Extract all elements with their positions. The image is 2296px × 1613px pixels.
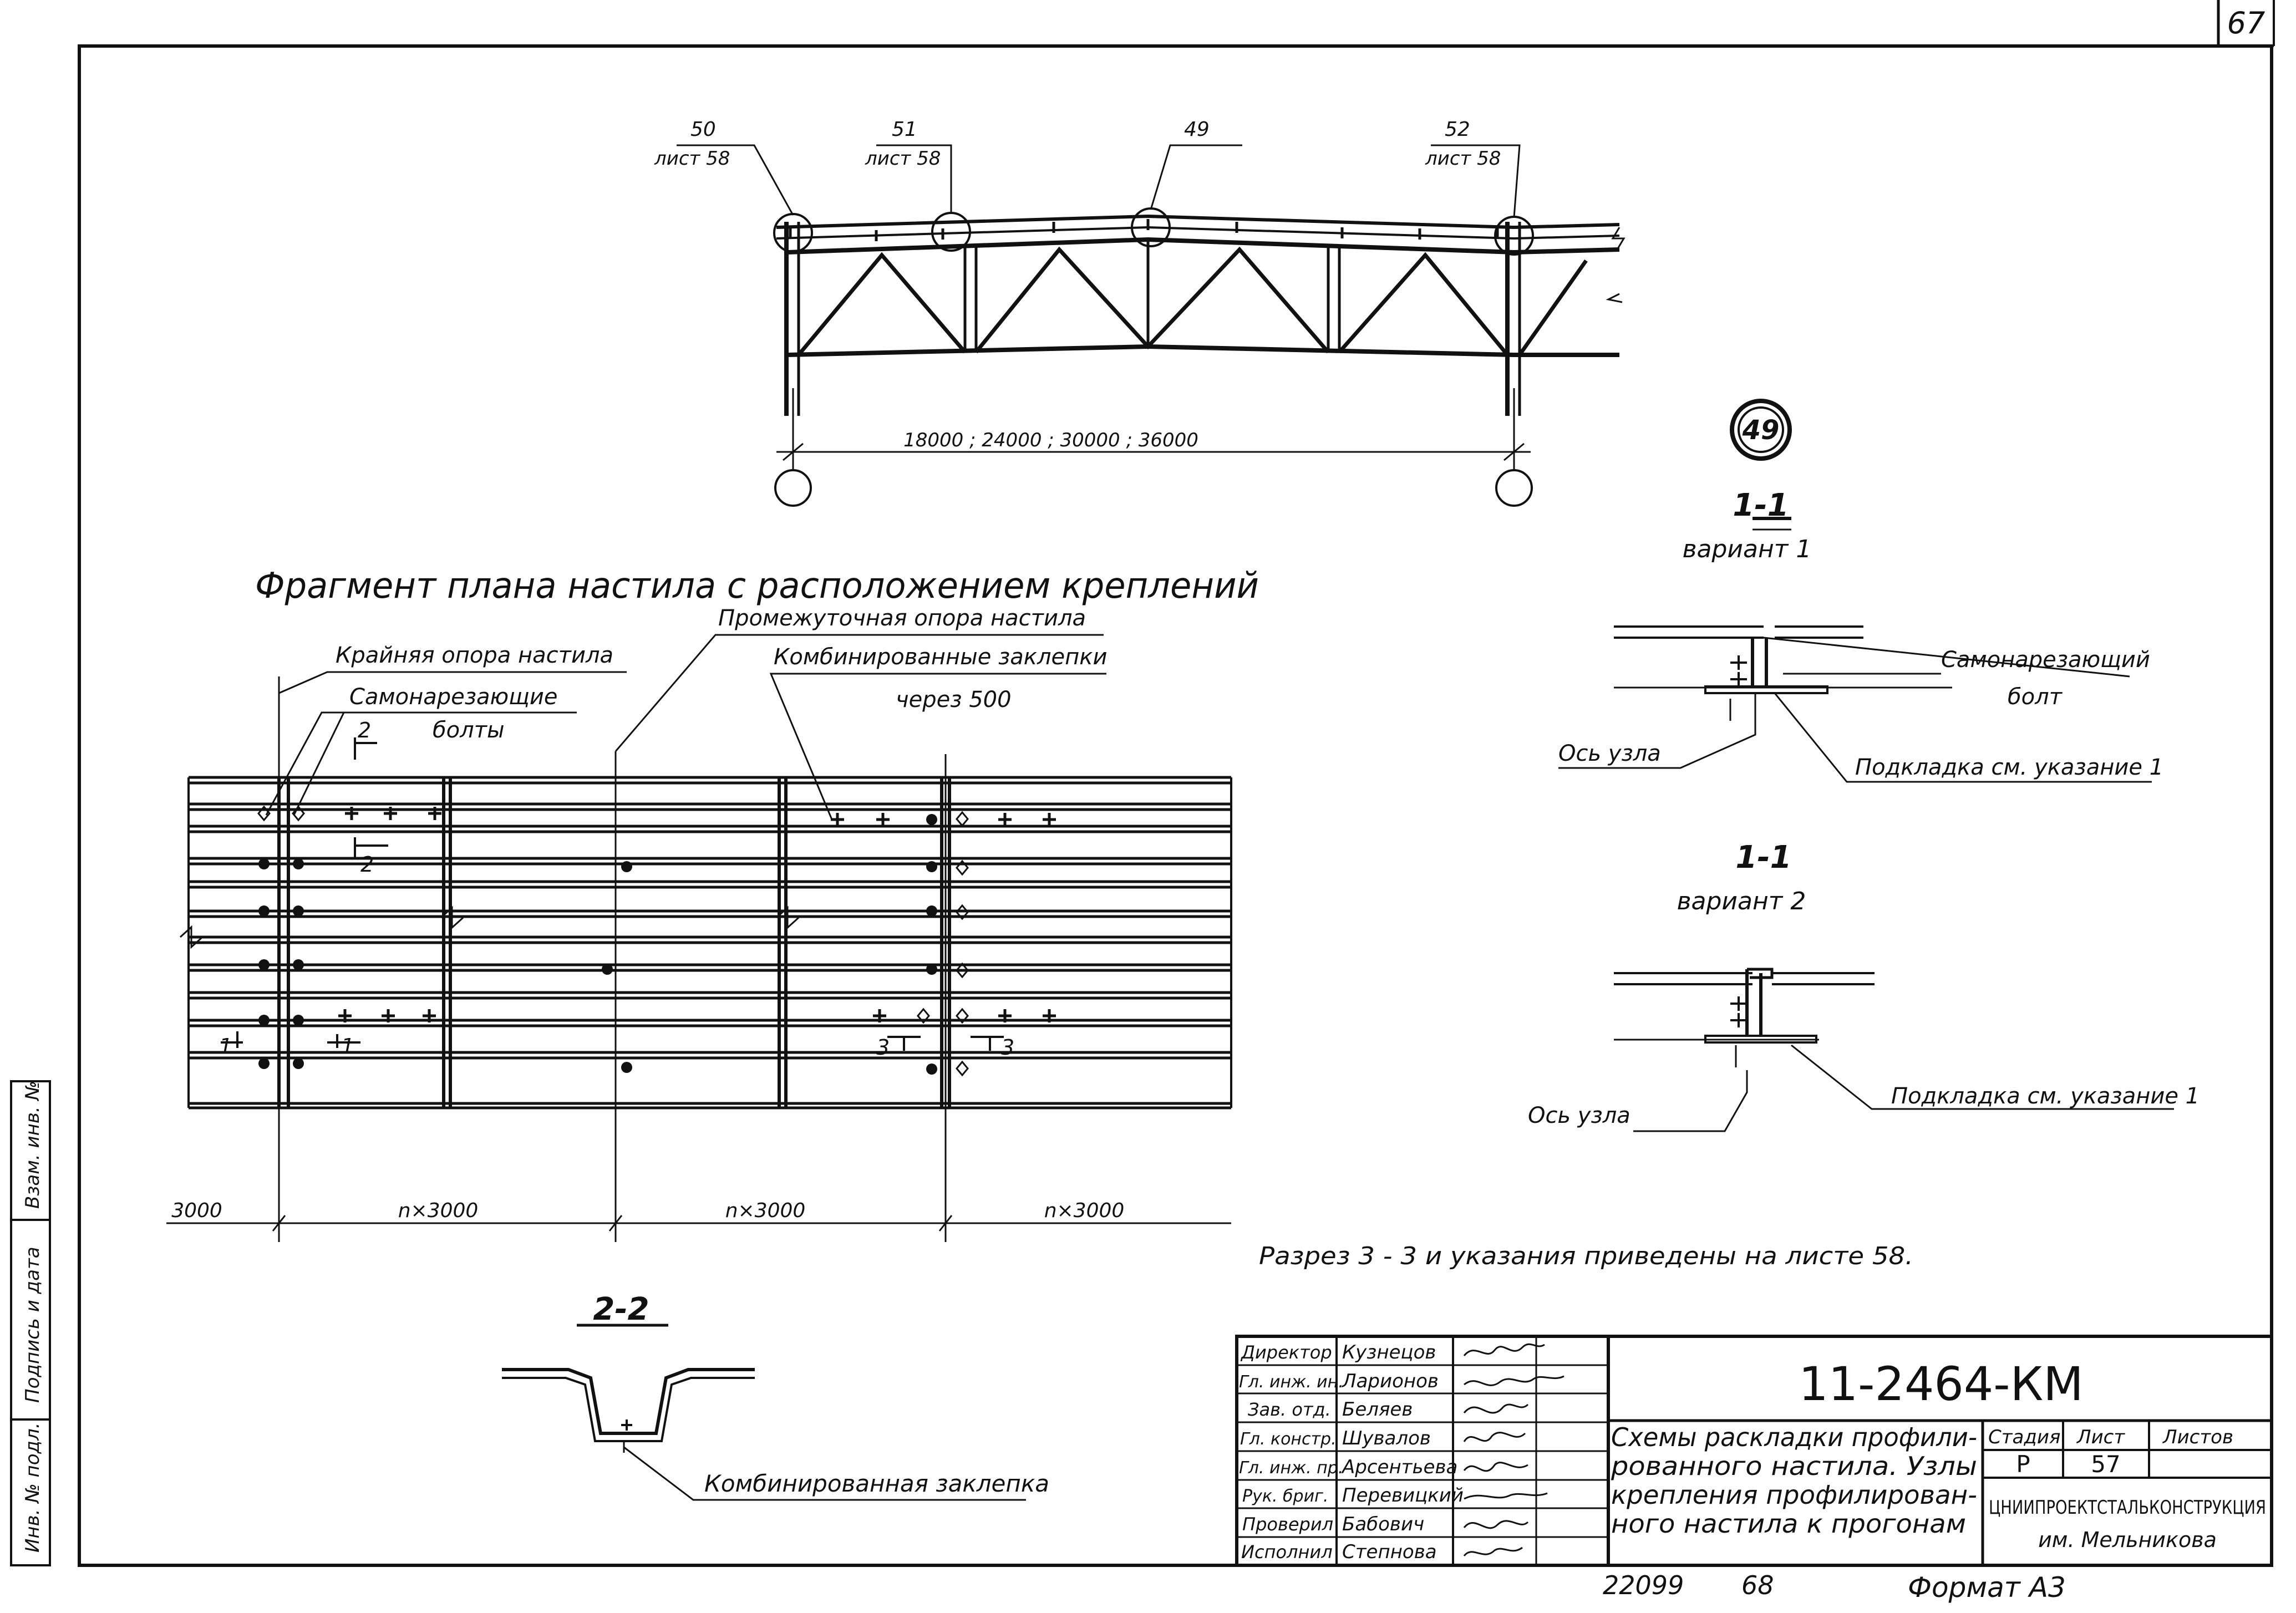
section-mark-2-bottom: 2 bbox=[360, 852, 374, 877]
sheet-value: 57 bbox=[2091, 1451, 2120, 1478]
variant1-detail bbox=[1558, 517, 2152, 783]
footer-left: 22099 bbox=[1603, 1570, 1684, 1600]
staff-role: Проверил bbox=[1242, 1514, 1333, 1535]
side-stamp-replace: Взам. инв. № bbox=[22, 1081, 44, 1209]
staff-name: Перевицкий bbox=[1342, 1484, 1464, 1507]
label-combined-rivets: Комбинированные заклепки bbox=[774, 644, 1107, 670]
span-dimension: 18000 ; 24000 ; 30000 ; 36000 bbox=[903, 429, 1198, 451]
staff-name: Шувалов bbox=[1342, 1427, 1431, 1449]
node-badge-number: 49 bbox=[1742, 415, 1780, 446]
dimension-3000: 3000 bbox=[171, 1199, 222, 1222]
section-note: Разрез 3 - 3 и указания приведены на лис… bbox=[1259, 1242, 1913, 1270]
staff-name: Бабович bbox=[1342, 1513, 1424, 1535]
node-badge bbox=[1730, 399, 1792, 461]
callout-49-num: 49 bbox=[1184, 118, 1210, 141]
title-block bbox=[1235, 1335, 2273, 1567]
staff-role: Директор bbox=[1240, 1342, 1332, 1363]
sheet-corner-number: 67 bbox=[2227, 6, 2265, 40]
footer-middle: 68 bbox=[1741, 1570, 1774, 1600]
section-mark-3-left: 3 bbox=[876, 1035, 890, 1060]
organization-name: ЦНИИПРОЕКТСТАЛЬКОНСТРУКЦИЯ bbox=[1989, 1497, 2266, 1519]
variant1-bolt-label: Самонарезающий bbox=[1941, 647, 2150, 673]
sheet-frame bbox=[78, 0, 2275, 1567]
variant2-pad: Подкладка см. указание 1 bbox=[1891, 1083, 2200, 1109]
detail-2-2 bbox=[502, 1324, 1026, 1501]
staff-role: Рук. бриг. bbox=[1242, 1487, 1328, 1506]
callout-52-num: 52 bbox=[1445, 118, 1470, 141]
variant2-label: вариант 2 bbox=[1677, 887, 1806, 915]
label-edge-support: Крайняя опора настила bbox=[336, 643, 613, 668]
callout-51-num: 51 bbox=[892, 118, 917, 141]
plan-title: Фрагмент плана настила с расположением к… bbox=[255, 566, 1259, 607]
callout-51-ref: лист 58 bbox=[865, 147, 941, 170]
side-stamp bbox=[10, 1080, 51, 1566]
stage-value: Р bbox=[2016, 1451, 2030, 1478]
side-stamp-inv: Инв. № подл. bbox=[22, 1422, 44, 1553]
callout-50-num: 50 bbox=[690, 118, 716, 141]
document-code: 11-2464-КМ bbox=[1799, 1357, 2083, 1411]
dimension-n3000-3: n×3000 bbox=[1044, 1199, 1125, 1222]
dimension-n3000-1: n×3000 bbox=[398, 1199, 479, 1222]
callout-50-ref: лист 58 bbox=[654, 147, 730, 170]
signatures bbox=[1463, 1343, 1564, 1557]
callout-52-ref: лист 58 bbox=[1425, 147, 1501, 170]
staff-role: Исполнил bbox=[1241, 1541, 1333, 1563]
detail-2-2-label: Комбинированная заклепка bbox=[704, 1470, 1049, 1497]
organization-sub: им. Мельникова bbox=[2038, 1528, 2217, 1552]
description-line: ного настила к прогонам bbox=[1611, 1509, 1966, 1539]
sheet-header: Лист bbox=[2076, 1426, 2125, 1448]
description-line: рованного настила. Узлы bbox=[1611, 1451, 1977, 1481]
section-mark-3-right: 3 bbox=[1001, 1035, 1014, 1060]
variant1-section: 1-1 bbox=[1733, 487, 1789, 523]
label-intermediate-support: Промежуточная опора настила bbox=[718, 605, 1086, 631]
dimension-n3000-2: n×3000 bbox=[725, 1199, 806, 1222]
description-line: крепления профилирован- bbox=[1611, 1480, 1977, 1510]
staff-role: Гл. инж. ин. bbox=[1239, 1372, 1344, 1392]
section-mark-1-right: 1 bbox=[341, 1034, 354, 1059]
variant1-bolt-label2: болт bbox=[2008, 684, 2063, 710]
staff-name: Арсентьева bbox=[1341, 1456, 1457, 1478]
detail-2-2-title: 2-2 bbox=[593, 1291, 649, 1327]
footer-format: Формат А3 bbox=[1908, 1571, 2066, 1604]
variant1-axis: Ось узла bbox=[1558, 741, 1661, 766]
variant2-detail bbox=[1614, 968, 2174, 1132]
side-stamp-sign: Подпись и дата bbox=[22, 1246, 44, 1403]
variant2-section: 1-1 bbox=[1735, 839, 1791, 876]
section-mark-2-top: 2 bbox=[358, 718, 371, 742]
section-mark-1-left: 1 bbox=[219, 1034, 232, 1059]
stage-header: Стадия bbox=[1988, 1426, 2060, 1448]
label-self-tapping: Самонарезающие bbox=[349, 684, 558, 710]
label-bolts: болты bbox=[433, 718, 505, 743]
variant2-axis: Ось узла bbox=[1528, 1103, 1630, 1128]
title-block-staff: Директор Кузнецов Гл. инж. ин. Ларионов … bbox=[1239, 1341, 1464, 1563]
deck-plan bbox=[166, 634, 1232, 1242]
staff-name: Степнова bbox=[1342, 1541, 1437, 1563]
truss-section-view bbox=[677, 144, 1626, 507]
staff-role: Гл. констр. bbox=[1240, 1429, 1337, 1449]
label-spacing: через 500 bbox=[896, 687, 1012, 713]
sheets-header: Листов bbox=[2162, 1426, 2233, 1448]
staff-role: Зав. отд. bbox=[1248, 1399, 1331, 1420]
staff-name: Кузнецов bbox=[1342, 1341, 1436, 1363]
variant1-pad: Подкладка см. указание 1 bbox=[1855, 755, 2163, 780]
description-line: Схемы раскладки профили- bbox=[1611, 1422, 1977, 1452]
staff-role: Гл. инж. пр. bbox=[1239, 1458, 1343, 1478]
staff-name: Беляев bbox=[1342, 1398, 1413, 1421]
staff-name: Ларионов bbox=[1341, 1370, 1439, 1392]
variant1-label: вариант 1 bbox=[1683, 535, 1812, 563]
